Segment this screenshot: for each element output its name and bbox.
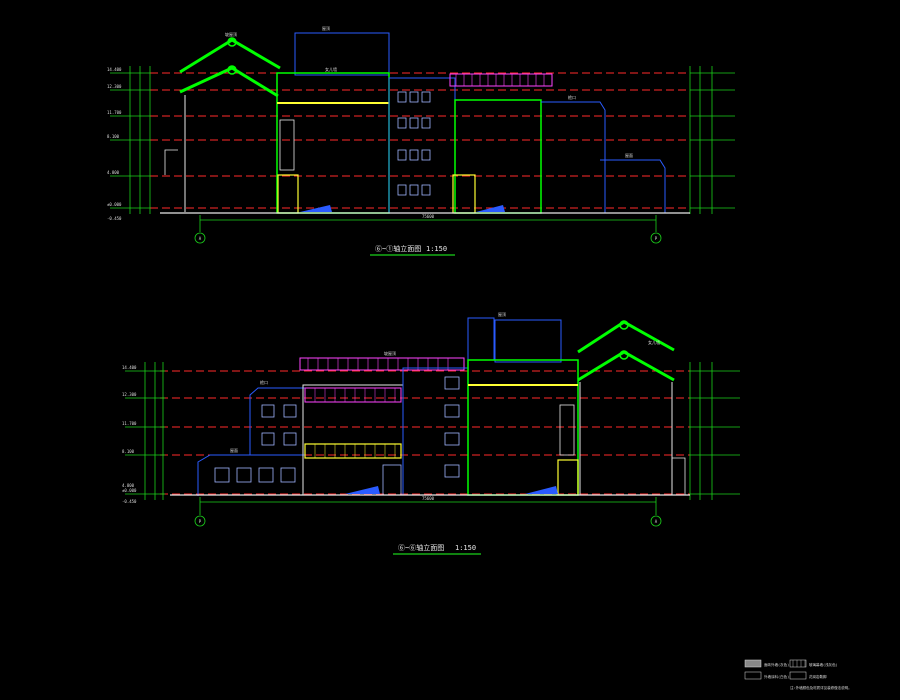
top-total-dimension: 75600 (422, 214, 435, 219)
bottom-hatched-roof (299, 357, 465, 371)
bottom-entrance-steps-1 (345, 486, 380, 494)
svg-text:8.100: 8.100 (107, 134, 120, 139)
top-right-dimension-chain (689, 66, 735, 214)
top-elevation: A P 75600 14.400 12.300 11.700 8.100 4.8… (107, 25, 735, 256)
svg-text:4.800: 4.800 (122, 483, 135, 488)
bottom-axis-bubble-left (194, 515, 206, 527)
top-entrance-steps-2 (476, 205, 505, 212)
legend-swatch-glass-hatch (792, 660, 806, 667)
bottom-entrance-steps-2 (525, 486, 558, 494)
top-axis-label-right: P (655, 236, 658, 241)
top-elevation-title: ⑥~①轴立面图 (375, 244, 421, 253)
legend-note: 注:外墙颜色及材质详见装修做法说明。 (790, 685, 852, 690)
top-right-low-wing (600, 159, 666, 213)
svg-text:14.400: 14.400 (107, 67, 122, 72)
bottom-left-dimension-chain (125, 362, 165, 500)
bottom-axis-label-left: P (199, 519, 202, 524)
svg-text:±0.000: ±0.000 (122, 488, 137, 493)
legend-label-paint: 外墙涂料(白色) (764, 674, 789, 679)
svg-text:4.800: 4.800 (107, 170, 120, 175)
svg-text:8.100: 8.100 (122, 449, 135, 454)
svg-text:-0.450: -0.450 (107, 216, 122, 221)
svg-text:檐口: 檐口 (260, 379, 268, 385)
svg-text:屋面: 屋面 (625, 152, 633, 158)
bottom-elevation-scale: 1:150 (455, 544, 476, 552)
bottom-axis-bubble-right (650, 515, 662, 527)
top-axis-bubble-left (194, 232, 206, 244)
legend-swatch-glass (789, 659, 807, 668)
svg-text:屋顶: 屋顶 (322, 25, 330, 31)
legend-label-tile: 面砖外墙(灰色) (764, 662, 789, 667)
svg-text:11.700: 11.700 (122, 421, 137, 426)
bottom-balcony-block (302, 384, 404, 496)
legend-swatch-tile (744, 659, 762, 668)
svg-text:12.300: 12.300 (122, 392, 137, 397)
bottom-left-low-wing (197, 387, 305, 496)
svg-text:屋顶: 屋顶 (498, 311, 506, 317)
material-legend: 面砖外墙(灰色) 外墙涂料(白色) 玻璃幕墙(浅灰色) 花岗岩勒脚 注:外墙颜色… (744, 659, 852, 690)
svg-text:14.400: 14.400 (122, 365, 137, 370)
bottom-total-dimension: 75600 (422, 496, 435, 501)
svg-text:女儿墙: 女儿墙 (325, 66, 337, 72)
svg-text:檐口: 檐口 (568, 94, 576, 100)
top-axis-bubble-right (650, 232, 662, 244)
legend-swatch-granite (789, 671, 807, 680)
bottom-roof-labels: 屋顶 坡屋顶 女儿墙 檐口 屋面 (230, 311, 660, 453)
top-hatched-roof (449, 73, 553, 87)
top-entrance-steps-1 (300, 205, 332, 212)
legend-label-granite: 花岗岩勒脚 (809, 674, 827, 679)
top-level-labels: 14.400 12.300 11.700 8.100 4.800 ±0.000 … (107, 67, 122, 221)
top-axis-label-left: A (199, 236, 202, 241)
legend-swatch-paint (744, 671, 762, 680)
svg-text:11.700: 11.700 (107, 110, 122, 115)
bottom-roof-parapet (494, 319, 562, 363)
top-level-lines (150, 72, 690, 209)
bottom-right-gable-building (577, 320, 686, 495)
svg-text:屋面: 屋面 (230, 447, 238, 453)
top-left-dimension-chain (110, 66, 151, 214)
bottom-elevation-title: ⑥~⑥轴立面图 (398, 543, 444, 552)
svg-text:±0.000: ±0.000 (107, 202, 122, 207)
top-roof-parapet (294, 32, 390, 76)
svg-text:坡屋顶: 坡屋顶 (225, 31, 237, 37)
svg-text:女儿墙: 女儿墙 (648, 339, 660, 345)
svg-text:坡屋顶: 坡屋顶 (384, 350, 396, 356)
top-roof-labels: 屋顶 女儿墙 坡屋顶 檐口 屋面 (225, 25, 633, 158)
bottom-level-labels: 14.400 12.300 11.700 8.100 4.800 ±0.000 … (122, 365, 137, 504)
svg-text:-0.450: -0.450 (122, 499, 137, 504)
legend-label-glass: 玻璃幕墙(浅灰色) (809, 662, 838, 667)
bottom-axis-label-right: A (655, 519, 658, 524)
bottom-elevation: P A 75600 14.400 12.300 11.700 8.100 4.8… (122, 311, 740, 555)
top-elevation-scale: 1:150 (426, 245, 447, 253)
svg-text:12.300: 12.300 (107, 84, 122, 89)
bottom-right-dimension-chain (689, 362, 740, 500)
